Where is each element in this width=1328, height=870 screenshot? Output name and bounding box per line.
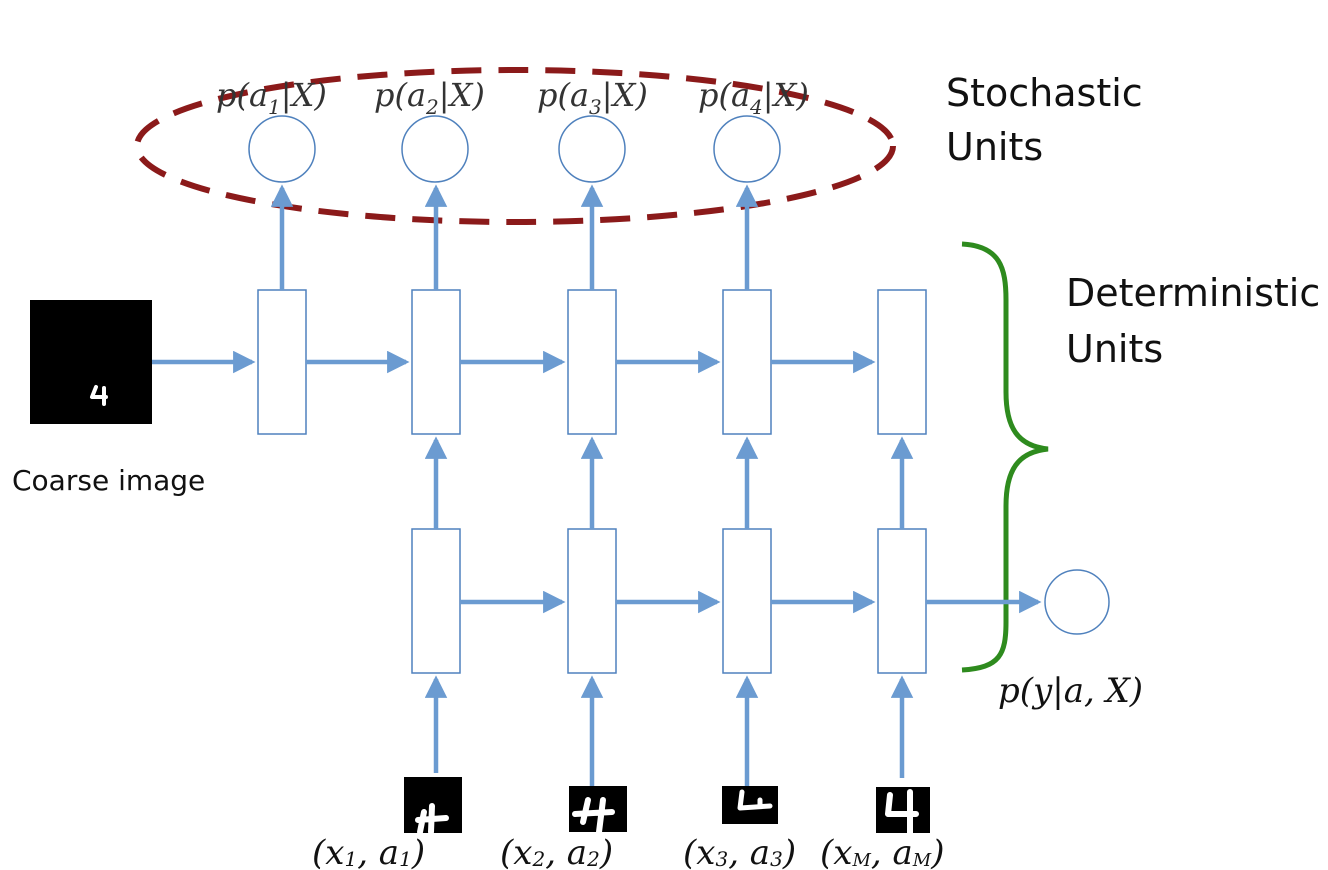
output-label: p(y|a, X) [998,671,1143,711]
stochastic-unit-4 [713,115,781,183]
stochastic-label-line1: Stochastic [946,71,1143,115]
prob-label-a4: p(a4|X) [698,76,809,119]
top-unit-4 [722,289,772,435]
top-unit-3 [567,289,617,435]
input-glimpse-3 [722,786,778,824]
stochastic-unit-2 [401,115,469,183]
coarse-image-caption: Coarse image [12,464,205,497]
top-unit-1 [257,289,307,435]
prob-label-a2: p(a2|X) [374,76,485,119]
stochastic-prob-labels: p(a1|X) p(a2|X) p(a3|X) p(a4|X) [216,76,809,119]
prob-label-a1: p(a1|X) [216,76,327,119]
prob-label-a3: p(a3|X) [537,76,648,119]
deterministic-label-line1: Deterministic [1066,271,1320,315]
input-glimpse-1 [404,777,462,835]
bottom-unit-1 [411,528,461,674]
bottom-unit-3 [722,528,772,674]
top-unit-2 [411,289,461,435]
input-glimpse-4 [876,787,930,836]
input-glimpse-2 [569,786,627,835]
input-label-1: (x1, a1) [312,833,425,870]
output-unit [1044,569,1110,635]
stochastic-ellipse [134,67,896,225]
stochastic-unit-1 [248,115,316,183]
deterministic-label-line2: Units [1066,327,1163,371]
bottom-unit-4 [877,528,927,674]
input-label-3: (x3, a3) [683,833,796,870]
deterministic-brace [961,241,1049,673]
input-label-4: (xM, aM) [820,833,944,870]
coarse-image [30,300,152,424]
stochastic-unit-3 [558,115,626,183]
stochastic-label-line2: Units [946,125,1043,169]
input-label-2: (x2, a2) [500,833,613,870]
bottom-unit-2 [567,528,617,674]
top-unit-5 [877,289,927,435]
